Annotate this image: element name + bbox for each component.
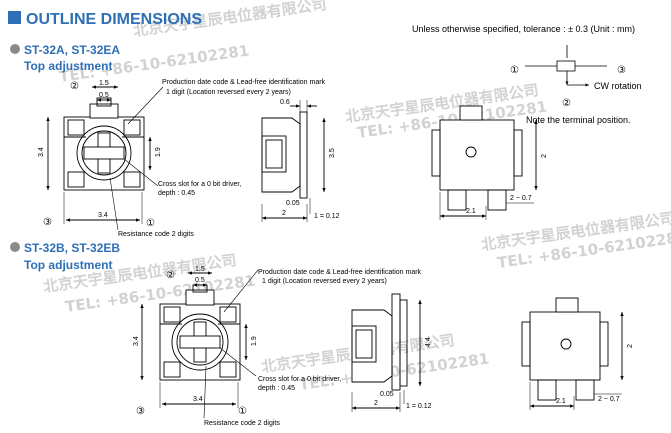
section-a-dim-0-05: 0.05	[286, 200, 300, 207]
section-b-callout-slot: Cross slot for a 0 bit driver,	[258, 376, 341, 383]
section-b-dim-2-07: 2 − 0.7	[598, 396, 620, 403]
section-a-dim-1-5: 1.5	[99, 80, 109, 87]
page-title: OUTLINE DIMENSIONS	[26, 11, 202, 28]
section-b-callout-digit: 1 digit (Location reversed every 2 years…	[262, 278, 387, 285]
section-b-top-view	[140, 269, 259, 419]
section-a-side-view	[261, 100, 326, 222]
section-a-dim-0-6: 0.6	[280, 99, 290, 106]
section-a-model: ST-32A, ST-32EA	[24, 43, 120, 57]
section-b-callout-res: Resistance code 2 digits	[204, 420, 280, 427]
section-a-callout-res: Resistance code 2 digits	[118, 231, 194, 238]
section-a-num-1: ①	[146, 218, 155, 229]
section-b-dim-0-5: 0.5	[195, 277, 205, 284]
legend-terminal-2: ②	[562, 98, 571, 109]
legend-terminal-1: ①	[510, 65, 519, 76]
section-b-callout-date: Production date code & Lead-free identif…	[258, 269, 422, 276]
section-a-dim-1-012: 1 = 0.12	[314, 213, 340, 220]
section-a-dim-3-4-v: 3.4	[38, 147, 45, 157]
section-a-callout-depth: depth : 0.45	[158, 190, 195, 197]
section-a-num-3: ③	[43, 217, 52, 228]
section-a-callout-slot: Cross slot for a 0 bit driver,	[158, 181, 241, 188]
section-b-dim-1-9: 1.9	[251, 336, 258, 346]
section-b-dim-1-012: 1 = 0.12	[406, 403, 432, 410]
section-a-bottom-view	[431, 105, 538, 220]
section-a-callout-digit: 1 digit (Location reversed every 2 years…	[166, 89, 291, 96]
section-b-dim-2: 2	[374, 400, 378, 407]
bullet-icon	[10, 242, 20, 252]
legend-note: Note the terminal position.	[526, 115, 631, 125]
section-a-dim-0-5: 0.5	[99, 92, 109, 99]
terminal-legend	[525, 45, 607, 87]
tolerance-note: Unless otherwise specified, tolerance : …	[412, 24, 635, 34]
section-b-num-1: ①	[238, 406, 247, 417]
section-a-dim-3-5: 3.5	[329, 148, 336, 158]
section-a-dim-2: 2	[282, 210, 286, 217]
section-b-side-view	[351, 293, 422, 412]
section-b-dim-3-4-h: 3.4	[193, 396, 203, 403]
section-b-dim-3-4-v: 3.4	[133, 336, 140, 346]
section-b-callout-depth: depth : 0.45	[258, 385, 295, 392]
legend-rotation: CW rotation	[594, 81, 642, 91]
section-b-bottom-view	[521, 297, 624, 410]
section-a-adjustment: Top adjustment	[24, 59, 112, 73]
section-a-dim-3-4-h: 3.4	[98, 212, 108, 219]
section-b-dim-2-right: 2	[627, 344, 634, 348]
section-b-dim-4-4: 4.4	[425, 337, 432, 347]
legend-terminal-3: ③	[617, 65, 626, 76]
section-b-dim-1-5: 1.5	[195, 266, 205, 273]
section-b-model: ST-32B, ST-32EB	[24, 241, 120, 255]
section-a-dim-1-9: 1.9	[155, 147, 162, 157]
section-a-dim-2-right: 2	[541, 154, 548, 158]
section-a-top-view	[46, 85, 164, 231]
section-a-dim-2-07: 2 − 0.7	[510, 195, 532, 202]
section-a-dim-2-1: 2.1	[466, 208, 476, 215]
section-a-callout-date: Production date code & Lead-free identif…	[162, 79, 326, 86]
section-b-dim-2-1: 2.1	[556, 398, 566, 405]
title-square-icon	[8, 11, 21, 24]
section-b-num-3: ③	[136, 406, 145, 417]
section-b-adjustment: Top adjustment	[24, 258, 112, 272]
bullet-icon	[10, 44, 20, 54]
section-b-num-2: ②	[166, 270, 175, 281]
section-a-num-2: ②	[70, 81, 79, 92]
section-b-dim-0-05: 0.05	[380, 391, 394, 398]
